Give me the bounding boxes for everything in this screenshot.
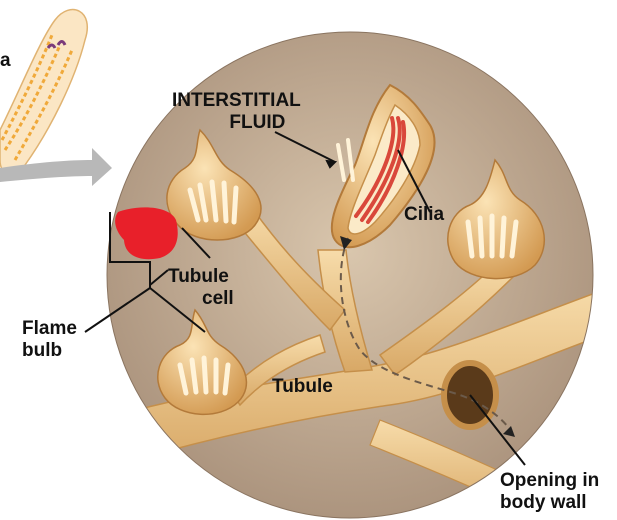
interstitial-fluid-label: INTERSTITIAL FLUID	[172, 90, 301, 134]
tubule-branch-left	[228, 204, 347, 332]
red-annotation-mark	[115, 207, 178, 260]
flame-bulb-right	[447, 158, 546, 280]
leader-lines	[84, 131, 526, 466]
cilia-label: Cilia	[404, 204, 445, 225]
tubule-cell-label: Tubule cell	[168, 266, 234, 310]
cilia-bundle	[354, 116, 406, 224]
fluid-flow-path	[339, 237, 513, 433]
opening-line2: body wall	[500, 492, 587, 513]
flame-bulb-cutaway	[330, 83, 436, 249]
tubule-cell-line1: Tubule	[168, 266, 229, 287]
zoom-arrow	[0, 148, 112, 186]
tubule-main	[107, 283, 593, 472]
flow-arrow-down	[340, 236, 352, 250]
flow-arrow-exit	[503, 426, 515, 437]
flame-bulb-label: Flame bulb	[22, 318, 77, 362]
interstitial-line1: INTERSTITIAL	[172, 90, 301, 111]
planarian-inset	[0, 9, 88, 175]
tubule-branch-lower-left	[229, 334, 326, 407]
tubule-label: Tubule	[272, 376, 333, 397]
flame-bulb-line2: bulb	[22, 340, 63, 361]
tubule-cell-line2: cell	[202, 288, 234, 309]
opening-label: Opening in body wall	[500, 470, 599, 514]
opening-line1: Opening in	[500, 470, 600, 491]
interstitial-line2: FLUID	[229, 112, 286, 133]
flame-bulb-left	[166, 128, 262, 241]
cut-off-letter: a	[0, 50, 11, 71]
flame-bulb-lower-left	[157, 308, 248, 415]
flame-bulb-line1: Flame	[22, 318, 77, 339]
